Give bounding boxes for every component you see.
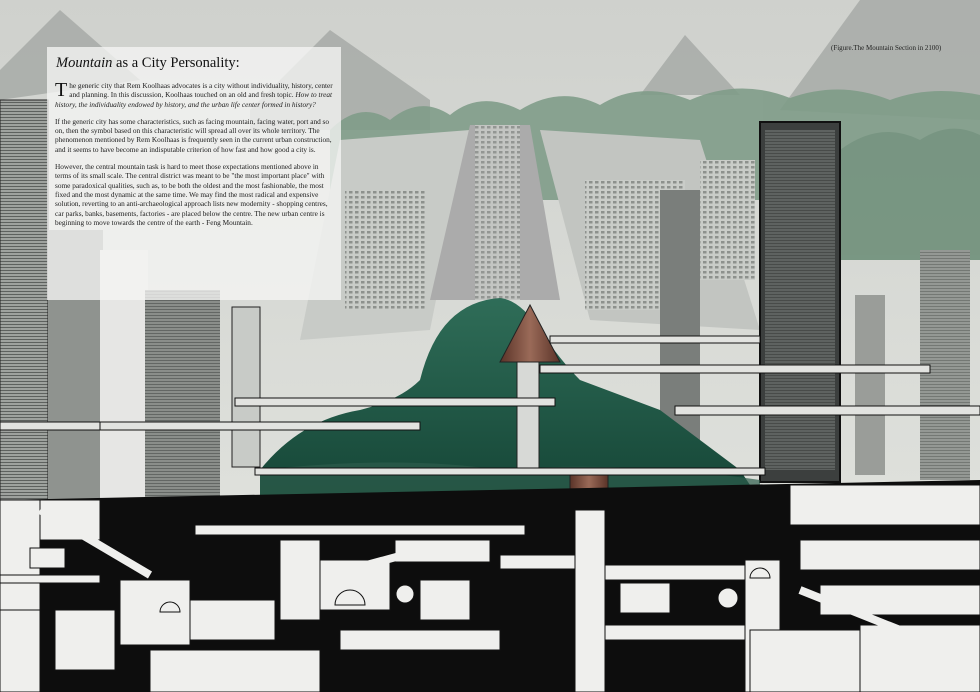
paragraph-2: If the generic city has some characteris… <box>55 116 332 154</box>
left-towers <box>0 99 261 501</box>
paragraph-1-italic: How to treat history, the individuality … <box>55 90 333 109</box>
ramps <box>37 486 962 634</box>
title-italic: Mountain <box>56 55 113 71</box>
figure-caption: (Figure.The Mountain Section in 2100) <box>831 44 942 52</box>
paragraph-1-text: he generic city that Rem Koolhaas advoca… <box>69 81 333 100</box>
paragraph-3: However, the central mountain task is ha… <box>55 162 328 227</box>
drop-cap: T <box>55 79 68 101</box>
central-shaft <box>516 361 540 473</box>
panel-title: Mountain as a City Personality: <box>56 55 334 71</box>
bridges <box>0 335 980 476</box>
title-rest: as a City Personality: <box>112 55 240 71</box>
underground-structures <box>0 484 980 692</box>
round-elements <box>159 567 771 613</box>
